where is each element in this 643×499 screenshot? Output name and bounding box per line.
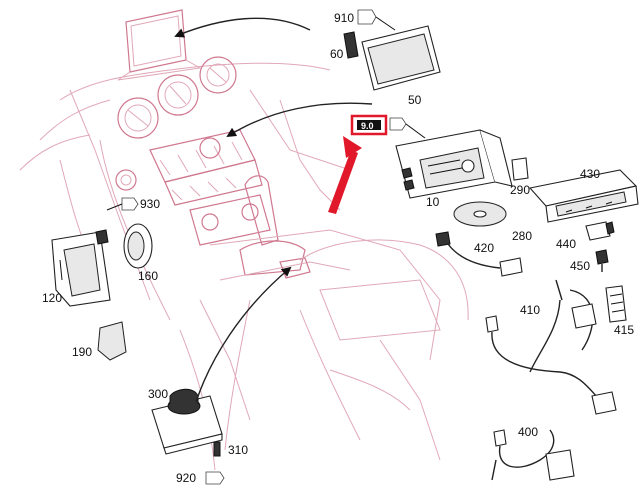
callout-310: 310 bbox=[228, 443, 248, 457]
assembly-arrows bbox=[174, 17, 373, 403]
part-60-bracket bbox=[343, 31, 359, 59]
callout-450: 450 bbox=[570, 259, 590, 273]
callout-410: 410 bbox=[520, 303, 540, 317]
part-450-clip bbox=[595, 249, 609, 272]
part-flag-10 bbox=[389, 117, 426, 139]
callout-430: 430 bbox=[580, 167, 600, 181]
callout-50: 50 bbox=[408, 93, 422, 107]
callout-60: 60 bbox=[330, 47, 344, 61]
part-430-module bbox=[528, 169, 639, 223]
callout-160: 160 bbox=[138, 269, 158, 283]
callout-300: 300 bbox=[148, 387, 168, 401]
callout-910: 910 bbox=[334, 11, 354, 25]
car-interior bbox=[19, 9, 469, 471]
part-280-disc bbox=[453, 201, 507, 227]
callout-10: 10 bbox=[426, 195, 440, 209]
callout-930: 930 bbox=[140, 197, 160, 211]
callout-400: 400 bbox=[518, 425, 538, 439]
part-920-connector bbox=[205, 471, 225, 485]
part-120-bracket bbox=[51, 229, 111, 307]
part-440-plug bbox=[585, 221, 615, 241]
callout-440: 440 bbox=[556, 237, 576, 251]
callout-dash-highlight bbox=[328, 114, 388, 214]
callout-120: 120 bbox=[42, 291, 62, 305]
part-420-cable bbox=[435, 231, 523, 277]
callout-290: 290 bbox=[510, 183, 530, 197]
callout-dash: 9.0 bbox=[361, 121, 374, 131]
part-190-cover bbox=[97, 321, 127, 361]
part-160-speaker bbox=[123, 223, 153, 269]
part-415-connector bbox=[605, 285, 627, 323]
callout-420: 420 bbox=[474, 241, 494, 255]
part-300-controller bbox=[151, 388, 223, 455]
callout-labels: 910 60 50 9.0 430 290 10 280 420 440 450… bbox=[42, 11, 634, 485]
callout-415: 415 bbox=[614, 323, 634, 337]
part-310-screw bbox=[213, 441, 221, 457]
part-410-harness bbox=[485, 279, 617, 415]
callout-280: 280 bbox=[512, 229, 532, 243]
part-10-head-unit bbox=[395, 129, 513, 199]
callout-190: 190 bbox=[72, 345, 92, 359]
part-910-connector bbox=[357, 9, 396, 31]
callout-920: 920 bbox=[176, 471, 196, 485]
part-930-connector bbox=[106, 197, 139, 211]
part-400-cable bbox=[491, 429, 575, 481]
part-50-display bbox=[361, 25, 441, 91]
part-290-card bbox=[511, 157, 529, 181]
